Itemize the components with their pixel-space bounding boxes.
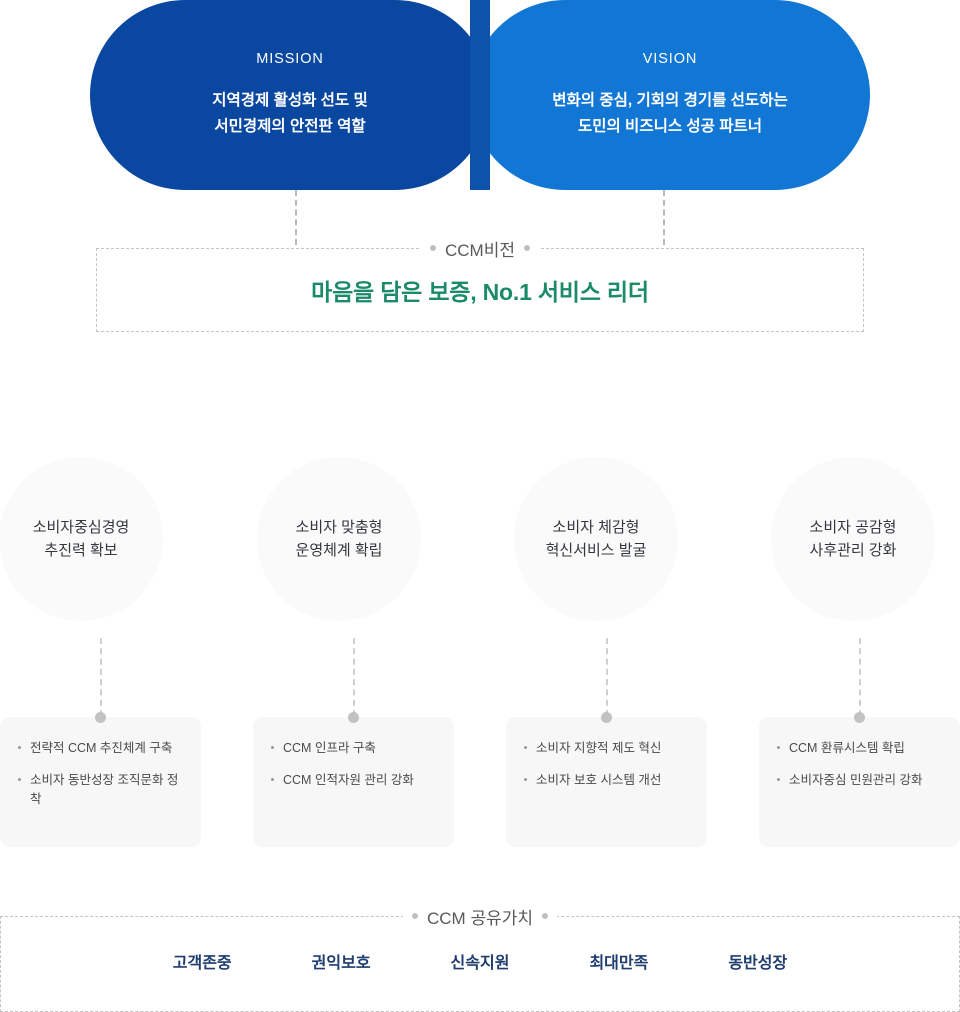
strategy-connector-dot-4	[854, 712, 865, 723]
shared-values-panel: 고객존중 권익보호 신속지원 최대만족 동반성장	[0, 916, 960, 1012]
ccm-vision-label-text: CCM비전	[445, 240, 515, 260]
strategy-connector-2	[353, 638, 355, 716]
strategy-circle-4: 소비자 공감형 사후관리 강화	[762, 448, 944, 630]
strategy-tasks-list-3: 소비자 지향적 제도 혁신 소비자 보호 시스템 개선	[524, 739, 689, 790]
shared-value-item: 고객존중	[172, 955, 232, 972]
strategy-tasks-card-4: CCM 환류시스템 확립 소비자중심 민원관리 강화	[759, 717, 960, 847]
shared-values-row: 고객존중 권익보호 신속지원 최대만족 동반성장	[173, 949, 787, 973]
task-item: 소비자중심 민원관리 강화	[777, 771, 942, 790]
strategy-tasks-card-3: 소비자 지향적 제도 혁신 소비자 보호 시스템 개선	[506, 717, 707, 847]
shared-value-item: 권익보호	[311, 955, 371, 972]
strategy-tasks-list-4: CCM 환류시스템 확립 소비자중심 민원관리 강화	[777, 739, 942, 790]
strategy-circle-3-title: 소비자 체감형 혁신서비스 발굴	[545, 518, 647, 559]
mission-statement: 지역경제 활성화 선도 및 서민경제의 안전판 역할	[212, 92, 368, 135]
dot-right-icon	[542, 913, 548, 919]
strategy-connector-dot-3	[601, 712, 612, 723]
strategy-tasks-list-1: 전략적 CCM 추진체계 구축 소비자 동반성장 조직문화 정착	[18, 739, 183, 809]
strategy-tasks-card-1: 전략적 CCM 추진체계 구축 소비자 동반성장 조직문화 정착	[0, 717, 201, 847]
strategy-connector-4	[859, 638, 861, 716]
vision-statement: 변화의 중심, 기회의 경기를 선도하는 도민의 비즈니스 성공 파트너	[552, 92, 788, 135]
ccm-shared-values-label-text: CCM 공유가치	[427, 908, 533, 928]
vision-block: VISION 변화의 중심, 기회의 경기를 선도하는 도민의 비즈니스 성공 …	[470, 0, 870, 190]
strategy-circle-1-title: 소비자중심경영 추진력 확보	[32, 518, 130, 559]
ccm-vision-banner: 마음을 담은 보증, No.1 서비스 리더	[96, 248, 864, 332]
ccm-shared-values-label: CCM 공유가치	[403, 902, 557, 930]
strategy-tasks-card-2: CCM 인프라 구축 CCM 인적자원 관리 강화	[253, 717, 454, 847]
strategy-circle-1: 소비자중심경영 추진력 확보	[0, 448, 172, 630]
task-item: CCM 인적자원 관리 강화	[271, 771, 436, 790]
strategy-connector-3	[606, 638, 608, 716]
task-item: 전략적 CCM 추진체계 구축	[18, 739, 183, 758]
task-item: 소비자 지향적 제도 혁신	[524, 739, 689, 758]
shared-value-item: 신속지원	[450, 955, 510, 972]
strategy-circle-4-title: 소비자 공감형 사후관리 강화	[809, 518, 897, 559]
strategy-tasks-list-2: CCM 인프라 구축 CCM 인적자원 관리 강화	[271, 739, 436, 790]
strategy-connector-1	[100, 638, 102, 716]
mission-connector	[295, 190, 297, 245]
ccm-vision-statement: 마음을 담은 보증, No.1 서비스 리더	[311, 279, 649, 305]
ccm-vision-label: CCM비전	[421, 234, 539, 262]
task-item: CCM 인프라 구축	[271, 739, 436, 758]
dot-left-icon	[412, 913, 418, 919]
shared-value-item: 최대만족	[589, 955, 649, 972]
dot-right-icon	[524, 245, 530, 251]
mission-kicker: MISSION	[256, 51, 324, 68]
vision-kicker: VISION	[642, 51, 698, 68]
mission-block: MISSION 지역경제 활성화 선도 및 서민경제의 안전판 역할	[90, 0, 490, 190]
strategy-connector-dot-1	[95, 712, 106, 723]
task-item: 소비자 보호 시스템 개선	[524, 771, 689, 790]
dot-left-icon	[430, 245, 436, 251]
task-item: CCM 환류시스템 확립	[777, 739, 942, 758]
task-item: 소비자 동반성장 조직문화 정착	[18, 771, 183, 809]
strategy-circle-2: 소비자 맞춤형 운영체계 확립	[248, 448, 430, 630]
strategy-circle-2-title: 소비자 맞춤형 운영체계 확립	[295, 518, 383, 559]
vision-connector	[663, 190, 665, 245]
strategy-circle-3: 소비자 체감형 혁신서비스 발굴	[505, 448, 687, 630]
shared-value-item: 동반성장	[728, 955, 788, 972]
strategy-connector-dot-2	[348, 712, 359, 723]
